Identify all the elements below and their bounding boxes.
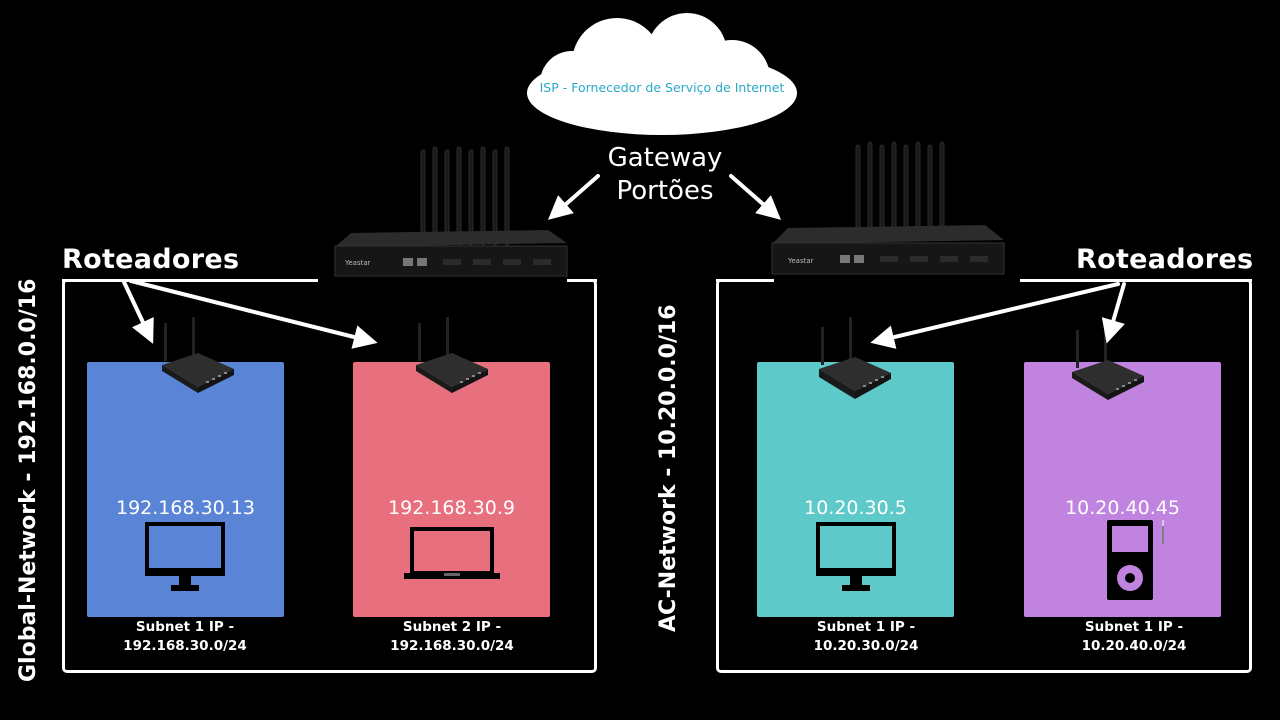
router-icon xyxy=(819,317,891,399)
ip-address-global-2: 192.168.30.9 xyxy=(388,497,515,519)
gateway-label: Gateway Portões xyxy=(590,142,740,208)
subnet-caption-ac-2: Subnet 1 IP - 10.20.40.0/24 xyxy=(1034,618,1234,656)
gateway-label-line2: Portões xyxy=(616,176,714,206)
subnet-caption-line2: 10.20.40.0/24 xyxy=(1081,638,1187,654)
subnet-caption-line2: 192.168.30.0/24 xyxy=(390,638,514,654)
isp-cloud-label: ISP - Fornecedor de Serviço de Internet xyxy=(539,80,785,95)
global-network-frame xyxy=(62,279,597,673)
router-icon xyxy=(1072,324,1144,400)
global-network-label: Global-Network - 192.168.0.0/16 xyxy=(16,278,41,682)
global-frame-top-right xyxy=(567,279,597,282)
routers-label-left: Roteadores xyxy=(62,244,240,275)
gateway-device-right: Yeastar xyxy=(771,141,1005,275)
subnet-caption-global-1: Subnet 1 IP - 192.168.30.0/24 xyxy=(85,618,285,656)
gateway-device-left: Yeastar xyxy=(334,146,568,277)
subnet-caption-line1: Subnet 1 IP - xyxy=(135,619,235,635)
ac-frame-top-left xyxy=(716,279,774,282)
ip-address-global-1: 192.168.30.13 xyxy=(115,497,255,519)
subnet-caption-line2: 10.20.30.0/24 xyxy=(813,638,919,654)
monitor-icon xyxy=(145,522,225,591)
laptop-icon xyxy=(404,527,500,579)
ipod-icon xyxy=(1107,520,1164,600)
subnet-caption-global-2: Subnet 2 IP - 192.168.30.0/24 xyxy=(352,618,552,656)
isp-cloud xyxy=(527,13,797,135)
subnet-caption-line1: Subnet 1 IP - xyxy=(1084,619,1184,635)
router-icon xyxy=(416,317,488,393)
ip-address-ac-1: 10.20.30.5 xyxy=(804,497,907,519)
monitor-icon xyxy=(816,522,896,591)
routers-label-right: Roteadores xyxy=(1076,244,1254,275)
subnet-caption-line1: Subnet 1 IP - xyxy=(816,619,916,635)
ac-network-label: AC-Network - 10.20.0.0/16 xyxy=(656,304,681,632)
ac-network-frame xyxy=(716,279,1252,673)
ac-frame-top-right xyxy=(1020,279,1252,282)
global-frame-top-left xyxy=(62,279,318,282)
ip-address-ac-2: 10.20.40.45 xyxy=(1065,497,1180,519)
gateway-label-line1: Gateway xyxy=(607,143,723,173)
subnet-caption-ac-1: Subnet 1 IP - 10.20.30.0/24 xyxy=(766,618,966,656)
subnet-caption-line2: 192.168.30.0/24 xyxy=(123,638,247,654)
gateway-brand-left: Yeastar xyxy=(344,259,371,267)
router-icon xyxy=(162,317,234,393)
subnet-caption-line1: Subnet 2 IP - xyxy=(402,619,502,635)
gateway-brand-right: Yeastar xyxy=(787,257,814,265)
